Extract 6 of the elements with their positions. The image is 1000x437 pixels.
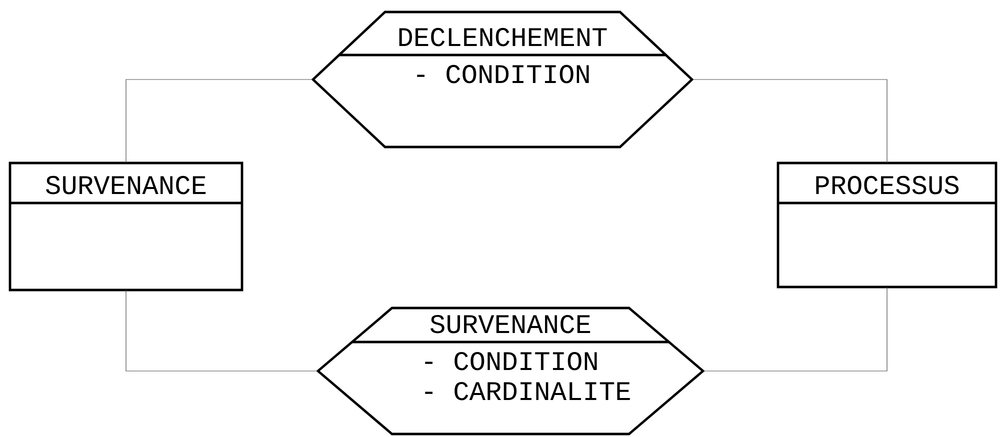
connector-line bbox=[692, 79, 888, 164]
class-box: PROCESSUS bbox=[776, 162, 998, 288]
class-box: SURVENANCE bbox=[8, 162, 244, 292]
connector-line bbox=[126, 290, 318, 372]
connector-line bbox=[702, 286, 888, 372]
connector-line bbox=[126, 79, 314, 164]
